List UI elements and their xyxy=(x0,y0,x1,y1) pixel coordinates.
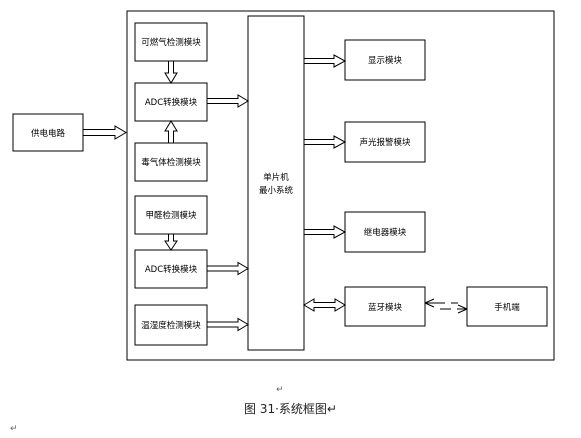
toxic-gas-label: 毒气体检测模块 xyxy=(141,157,201,168)
power-supply-label: 供电电路 xyxy=(31,128,66,139)
formaldehyde-block: 甲醛检测模块 xyxy=(134,195,208,235)
arrow-formaldehyde-to-adc xyxy=(164,233,178,251)
adc-bottom-label: ADC转换模块 xyxy=(145,264,198,275)
arrow-mcu-bluetooth-bidirectional xyxy=(303,298,346,312)
bluetooth-label: 蓝牙模块 xyxy=(368,302,403,313)
arrow-mcu-to-alarm xyxy=(303,135,347,149)
temp-humidity-label: 温湿度检测模块 xyxy=(141,320,201,331)
arrow-adc-top-to-mcu xyxy=(206,94,249,108)
mcu-label-line1: 单片机 xyxy=(263,172,289,183)
mcu-label-line2: 最小系统 xyxy=(259,185,294,196)
bluetooth-block: 蓝牙模块 xyxy=(344,286,426,327)
relay-block: 继电器模块 xyxy=(344,211,426,253)
combustible-gas-block: 可燃气检测模块 xyxy=(134,22,208,62)
wireless-link-bluetooth-phone xyxy=(424,298,468,314)
corner-return-mark: ↵ xyxy=(10,424,18,434)
adc-top-block: ADC转换模块 xyxy=(134,82,208,122)
display-label: 显示模块 xyxy=(368,55,403,66)
combustible-gas-label: 可燃气检测模块 xyxy=(141,37,201,48)
display-block: 显示模块 xyxy=(344,39,426,81)
mcu-block: 单片机 最小系统 xyxy=(247,15,305,351)
phone-label: 手机端 xyxy=(494,302,520,313)
formaldehyde-label: 甲醛检测模块 xyxy=(145,210,197,221)
arrow-temp-humidity-to-mcu xyxy=(206,317,249,332)
alarm-label: 声光报警模块 xyxy=(359,137,411,148)
adc-top-label: ADC转换模块 xyxy=(145,97,198,108)
arrow-power-to-system xyxy=(82,125,127,140)
arrow-mcu-to-relay xyxy=(303,225,347,239)
arrow-toxic-to-adc xyxy=(164,120,178,144)
alarm-block: 声光报警模块 xyxy=(344,121,426,163)
paragraph-return-mark: ↵ xyxy=(276,385,284,395)
temp-humidity-block: 温湿度检测模块 xyxy=(134,304,208,346)
arrow-adc-bottom-to-mcu xyxy=(206,261,249,276)
figure-caption: 图 31·系统框图↵ xyxy=(244,402,337,416)
arrow-mcu-to-display xyxy=(303,54,347,68)
relay-label: 继电器模块 xyxy=(364,227,407,238)
phone-block: 手机端 xyxy=(466,286,548,327)
toxic-gas-block: 毒气体检测模块 xyxy=(134,142,208,182)
arrow-combustible-to-adc xyxy=(164,60,178,84)
adc-bottom-block: ADC转换模块 xyxy=(134,249,208,289)
system-frame xyxy=(126,10,555,361)
power-supply-block: 供电电路 xyxy=(12,113,84,152)
